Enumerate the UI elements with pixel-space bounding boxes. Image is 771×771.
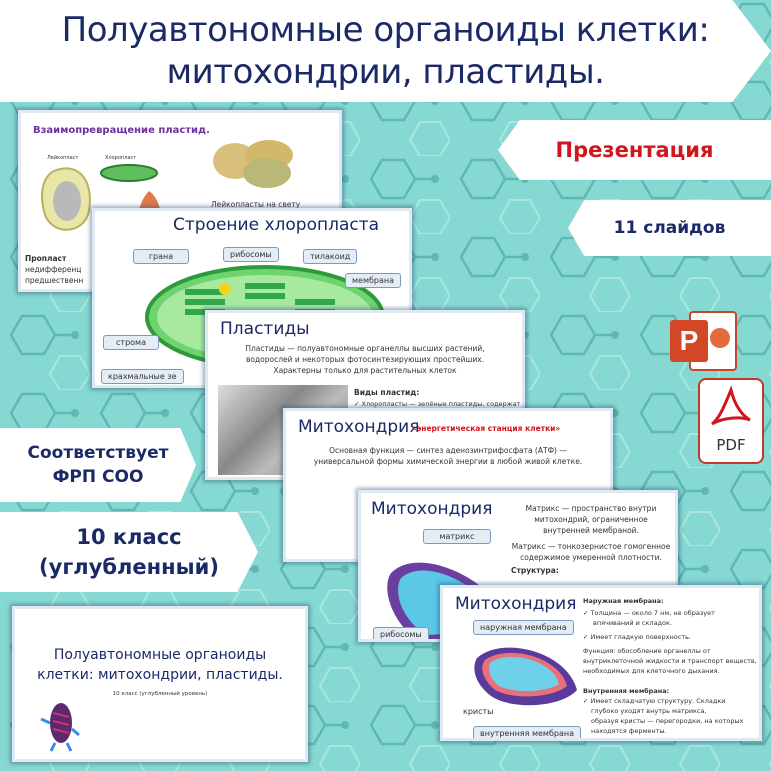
pdf-label: PDF — [716, 436, 746, 454]
slide-text: впячиваний и складок. — [593, 619, 673, 627]
svg-text:P: P — [680, 325, 699, 356]
slide-text: Виды пластид: — [354, 388, 420, 397]
slide-title: Митохондрия — [455, 594, 577, 614]
slide-text: Характерны только для растительных клето… — [273, 366, 457, 375]
grade-tag: 10 класс (углубленный) — [0, 512, 258, 592]
slide-title-line-2: клетки: митохондрии, пластиды. — [37, 667, 283, 683]
label-cristae: кристы — [463, 707, 494, 716]
grade-line-1: 10 класс — [76, 525, 182, 549]
powerpoint-icon: P — [668, 308, 740, 374]
slide-text: глубоко уходят внутрь матрикса, — [591, 707, 707, 715]
presentation-tag: Презентация — [498, 120, 771, 180]
pdf-icon: PDF — [698, 378, 764, 464]
page-title-banner: Полуавтономные органоиды клетки: митохон… — [0, 0, 771, 102]
slide-title: Митохондрия — [298, 417, 420, 437]
label-ribosomes: рибосомы — [373, 627, 429, 639]
slide-text: образуя кристы — перегородки, на которых — [591, 717, 744, 725]
label-starch-grains: крахмальные зе — [101, 369, 184, 384]
slide-text: содержимое умеренной плотности. — [520, 553, 662, 562]
chloroplast-label: Хлоропласт — [105, 155, 137, 161]
slide-title: Взаимопревращение пластид. — [33, 125, 210, 136]
standard-line-2: ФРП СОО — [52, 467, 144, 487]
slide-preview-plastid-conversion: Взаимопревращение пластид. Лейкопласт Хл… — [18, 110, 342, 292]
slide-text: митохондрий, ограниченное — [534, 515, 648, 524]
slide-text: предшественн — [25, 276, 84, 285]
label-grana: грана — [133, 249, 189, 264]
slide-preview-title: Полуавтономные органоиды клетки: митохон… — [12, 606, 308, 762]
label-stroma: строма — [103, 335, 159, 350]
title-line-2: митохондрии, пластиды. — [166, 52, 605, 92]
slide-text: ✓ Имеет гладкую поверхность. — [583, 633, 691, 641]
slide-text: ✓ Толщина — около 7 нм, не образует — [583, 609, 715, 617]
slide-text: Матрикс — тонкозернистое гомогенное — [511, 542, 671, 551]
slide-title: Митохондрия — [371, 499, 493, 519]
slide-text: Внутренняя мембрана: — [583, 687, 670, 695]
title-line-1: Полуавтономные органоиды клетки: — [61, 10, 710, 50]
slide-title-line-1: Полуавтономные органоиды — [53, 647, 267, 663]
leucoplast-label: Лейкопласт — [47, 155, 79, 161]
mitochondrion-diagram — [474, 647, 577, 706]
presentation-label: Презентация — [555, 138, 714, 162]
slide-text: ✓ Имеет складчатую структуру. Складки — [583, 697, 726, 705]
label-thylakoid: тилакоид — [303, 249, 358, 264]
potatoes-caption: Лейкопласты на свету — [211, 200, 301, 209]
slides-count-label: 11 слайдов — [613, 218, 726, 238]
label-membrane: мембрана — [345, 273, 402, 288]
standard-line-1: Соответствует — [27, 443, 169, 463]
slide-text: внутриклеточной жидкости и транспорт вещ… — [583, 657, 757, 665]
slide-subtitle: «энергетическая станция клетки» — [412, 424, 561, 433]
label-ribosomes: рибосомы — [223, 247, 279, 262]
slide-text: Матрикс — пространство внутри — [525, 504, 657, 513]
slide-text: Наружная мембрана: — [583, 597, 664, 605]
mitochondrion-mascot — [40, 703, 80, 752]
slide-text: внутренней мембраной. — [543, 526, 639, 535]
slide-title: Строение хлоропласта — [173, 215, 380, 235]
potatoes-image — [207, 139, 307, 189]
slide-text: Структура: — [511, 566, 559, 575]
slide-title: Пластиды — [220, 319, 310, 339]
slide-text: Пластиды — полуавтономные органеллы высш… — [245, 344, 485, 353]
slide-text: необходимых для клеточного дыхания. — [583, 667, 720, 675]
slide-text: находятся ферменты. — [591, 727, 667, 735]
slide-subtitle: 10 класс (углубленный уровень) — [112, 691, 208, 697]
slide-text: Функция: обособление органеллы от — [583, 647, 711, 655]
slide-preview-mitochondrion-membranes: Митохондрия наружная мембрана кристы вну… — [440, 585, 762, 741]
label-matrix: матрикс — [423, 529, 491, 544]
grade-line-2: (углубленный) — [39, 555, 219, 579]
proplastid-text: Пропласт — [25, 254, 67, 263]
slide-text: Основная функция — синтез аденозинтрифос… — [329, 446, 567, 455]
slides-count-tag: 11 слайдов — [568, 200, 771, 256]
slide-text: водорослей и некоторых фотосинтезирующих… — [245, 355, 485, 364]
slide-text: ✓ Хлоропласты — зелёные пластиды, содерж… — [354, 400, 521, 408]
slide-text: недифференц — [25, 265, 82, 274]
label-outer-membrane: наружная мембрана — [473, 620, 574, 635]
standard-tag: Соответствует ФРП СОО — [0, 428, 196, 502]
slide-text: универсальной формы химической энергии в… — [313, 457, 583, 466]
label-inner-membrane: внутренняя мембрана — [473, 726, 582, 738]
